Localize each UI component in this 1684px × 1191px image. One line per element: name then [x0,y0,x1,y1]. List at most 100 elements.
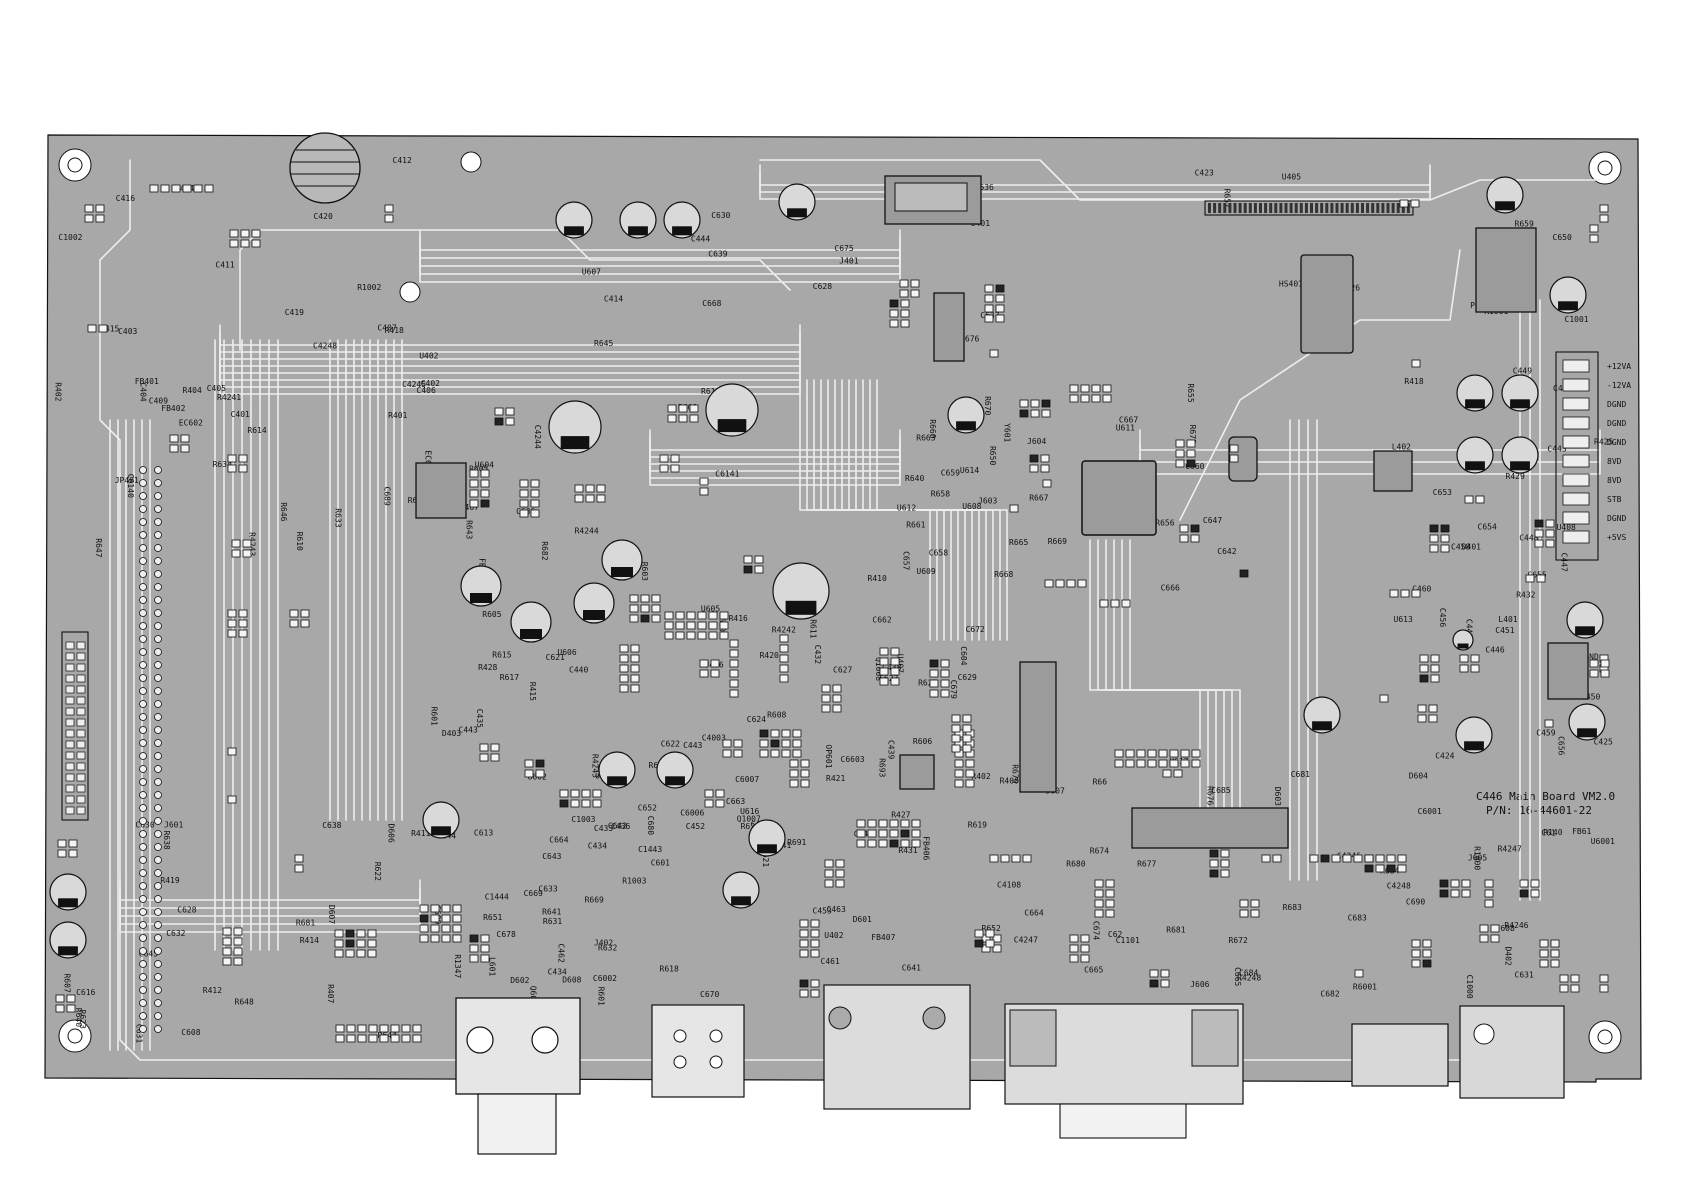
component-designator: R614 [247,426,266,435]
component-designator: C415 [100,325,119,334]
component-designator: D603 [1273,787,1282,806]
component-designator: R636 [975,183,994,192]
component-designator: C434 [588,842,607,851]
component-designator: U405 [1282,173,1301,182]
component-designator: C452 [686,822,705,831]
component-designator: R6001 [1353,983,1377,992]
component-designator: OP601 [824,744,833,768]
p602-pin-label: DGND [1607,419,1626,428]
component-designator: J608 [1496,924,1515,933]
component-designator: U407 [896,654,905,673]
component-designator: C613 [474,829,493,838]
component-designator: C683 [1348,914,1367,923]
component-designator: R611 [809,619,818,638]
component-designator: C682 [1320,990,1339,999]
main-ics [415,175,1589,849]
component-designator: D403 [442,729,461,738]
component-designator: R645 [594,339,613,348]
component-designator: C680 [646,816,655,835]
component-designator: R428 [478,663,497,672]
component-designator: FB61 [1572,827,1591,836]
component-designator: Q603 [529,986,538,1005]
component-designator: C4248 [313,342,337,351]
component-designator: R660 [928,419,937,438]
component-designator: U605 [701,605,720,614]
component-designator: J402 [594,938,613,947]
component-designator: C662 [872,616,891,625]
component-designator: R651 [483,913,502,922]
component-designator: R432 [1516,591,1535,600]
component-designator: R680 [1066,859,1085,868]
p602-pin-label: DGND [1607,400,1626,409]
component-designator: C6603 [841,755,865,764]
component-designator: C630 [135,821,154,830]
board-title-text: C446 Main Board VM2.0 [1476,790,1615,803]
p602-pin-label: 8VD [1607,476,1622,485]
component-designator: C424 [1435,751,1454,760]
component-designator: C409 [149,396,168,405]
component-designator: C685 [1211,786,1230,795]
component-designator: C425 [1594,737,1613,746]
component-designator: R665 [1009,538,1028,547]
component-designator: R647 [94,538,103,557]
component-designator: R4243 [247,532,256,556]
component-designator: C6141 [715,470,739,479]
component-designator: C423 [1195,168,1214,177]
component-designator: R140 [1543,828,1562,837]
c415-capacitor [289,132,361,204]
component-designator: C4247 [1014,936,1038,945]
component-designator: R670 [983,396,992,415]
component-designator: C632 [166,929,185,938]
component-designator: C449 [1513,366,1532,375]
p602-pin-label: STB [1607,495,1622,504]
component-designator: C639 [708,249,727,258]
component-designators: C405FB401R418R406U402C416R404C420C419C41… [54,156,1615,1057]
component-designator: C445 [1465,619,1474,638]
component-designator: C448 [1519,534,1538,543]
component-designator: C656 [1557,736,1566,755]
component-designator: C443 [459,726,478,735]
component-designator: R410 [868,574,887,583]
component-designator: U402 [824,931,843,940]
component-designator: C616 [76,988,95,997]
component-designator: C654 [1478,523,1497,532]
component-designator: D601 [853,915,872,924]
component-designator: R4243 [591,754,600,778]
component-designator: R617 [500,673,519,682]
component-designator: C608 [181,1028,200,1037]
component-designator: U6001 [1591,837,1615,846]
component-designator: C411 [215,260,234,269]
component-designator: C678 [497,930,516,939]
component-designator: C1101 [1116,936,1140,945]
component-designator: L402 [1392,443,1411,452]
component-designator: R402 [971,772,990,781]
component-designator: R412 [203,986,222,995]
component-designator: R607 [63,974,72,993]
component-designator: C463 [827,905,846,914]
component-designator: R4248 [1237,973,1261,982]
component-designator: C1002 [58,233,82,242]
bottom-connectors [455,984,1565,1155]
component-designator: C679 [949,680,958,699]
component-designator: R667 [1029,494,1048,503]
component-designator: R66 [1093,778,1108,787]
component-designator: C6007 [735,775,759,784]
component-designator: R407 [326,984,335,1003]
component-designator: C447 [1559,553,1568,572]
p602-pin-label: +5VS [1607,533,1626,542]
component-designator: J604 [1027,437,1046,446]
component-designator: R641 [542,908,561,917]
component-designator: C4248 [1387,881,1411,890]
component-designator: R605 [482,610,501,619]
component-designator: R4242 [772,626,796,635]
component-designator: Q1008 [874,657,883,681]
component-designator: C461 [821,957,840,966]
component-designator: C405 [207,384,226,393]
component-designator: R640 [905,474,924,483]
component-designator: C61 [1541,828,1556,837]
component-designator: C407 [377,323,396,332]
component-designator: C623 [879,674,898,683]
component-designator: R659 [1515,220,1534,229]
component-designator: C1443 [638,845,662,854]
